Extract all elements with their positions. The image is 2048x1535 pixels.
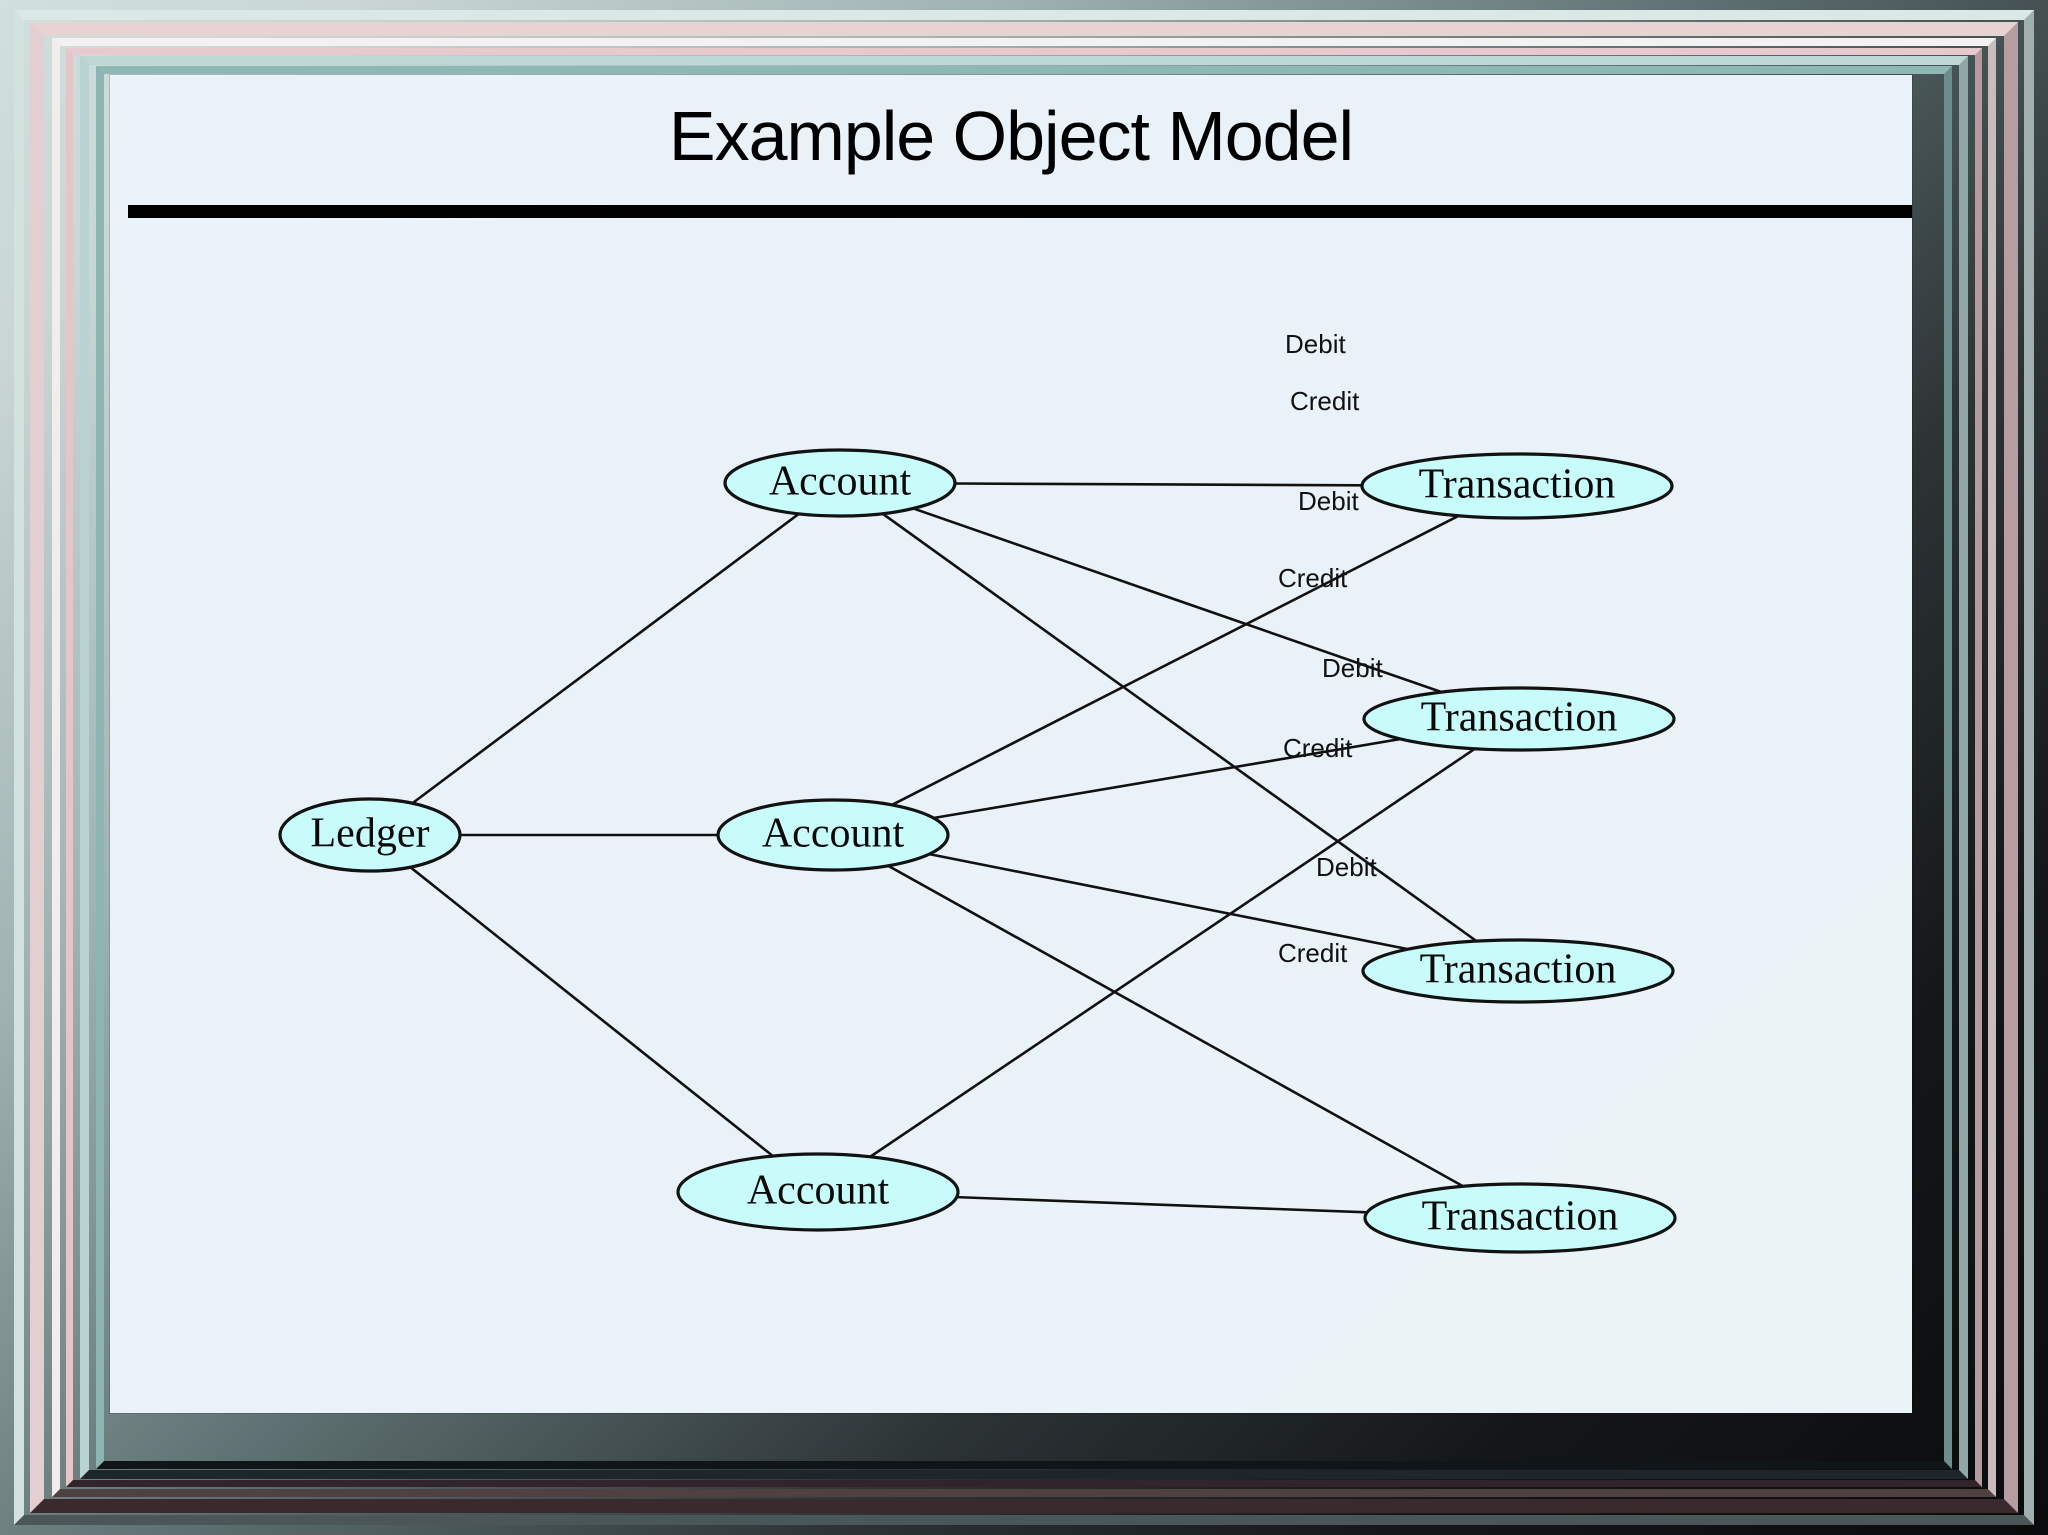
- edge-layer: [409, 482, 1478, 1214]
- edge-acct1-txn2: [912, 507, 1443, 694]
- node-txn4[interactable]: Transaction: [1363, 1182, 1677, 1254]
- node-acct2[interactable]: Account: [716, 798, 950, 872]
- object-model-diagram: LedgerAccountAccountAccountTransactionTr…: [278, 329, 1677, 1254]
- node-label: Transaction: [1422, 1194, 1619, 1240]
- node-txn3[interactable]: Transaction: [1361, 938, 1675, 1004]
- edge-acct2-txn3: [929, 852, 1409, 951]
- node-label: Account: [769, 459, 912, 505]
- edge-label-credit-7: Credit: [1278, 938, 1348, 968]
- page-title: Example Object Model: [668, 97, 1354, 175]
- frame-band-5: [80, 56, 1968, 1479]
- edge-label-layer: DebitCreditDebitCreditDebitCreditDebitCr…: [1278, 329, 1383, 968]
- edge-label-credit-1: Credit: [1290, 386, 1360, 416]
- node-shape: [1363, 1182, 1677, 1254]
- node-label: Account: [762, 811, 905, 857]
- node-acct3[interactable]: Account: [676, 1152, 960, 1232]
- edge-acct1-txn1: [954, 482, 1363, 487]
- edge-acct3-txn4: [956, 1195, 1368, 1214]
- edge-label-debit-6: Debit: [1316, 852, 1377, 882]
- node-ledger[interactable]: Ledger: [278, 797, 462, 873]
- node-shape: [278, 797, 462, 873]
- node-shape: [676, 1152, 960, 1232]
- node-txn2[interactable]: Transaction: [1362, 686, 1676, 752]
- node-label: Account: [747, 1168, 890, 1214]
- node-layer: LedgerAccountAccountAccountTransactionTr…: [278, 448, 1677, 1254]
- node-shape: [1360, 452, 1674, 520]
- edge-label-debit-4: Debit: [1322, 653, 1383, 683]
- node-shape: [723, 448, 957, 518]
- node-shape: [1362, 686, 1676, 752]
- node-acct1[interactable]: Account: [723, 448, 957, 518]
- node-label: Ledger: [311, 811, 430, 857]
- edge-ledger-acct3: [409, 866, 774, 1158]
- edge-acct2-txn2: [933, 737, 1401, 820]
- node-label: Transaction: [1421, 695, 1618, 741]
- title-divider-rule: [128, 205, 1912, 218]
- node-shape: [716, 798, 950, 872]
- node-label: Transaction: [1420, 947, 1617, 993]
- node-label: Transaction: [1419, 462, 1616, 508]
- edge-label-debit-2: Debit: [1298, 486, 1359, 516]
- edge-acct1-txn3: [881, 512, 1478, 943]
- node-txn1[interactable]: Transaction: [1360, 452, 1674, 520]
- frame-band-2: [30, 22, 2018, 1513]
- edge-ledger-acct1: [411, 512, 800, 805]
- edge-acct3-txn2: [869, 747, 1476, 1158]
- edge-label-debit-0: Debit: [1285, 329, 1346, 359]
- frame-band-1: [14, 10, 2034, 1525]
- edge-label-credit-5: Credit: [1283, 733, 1353, 763]
- node-shape: [1361, 938, 1675, 1004]
- edge-label-credit-3: Credit: [1278, 563, 1348, 593]
- edge-acct2-txn4: [887, 864, 1464, 1188]
- frame-band-3: [52, 38, 1996, 1497]
- frame-band-4: [66, 48, 1982, 1487]
- edge-acct2-txn1: [891, 514, 1460, 807]
- frame-band-6: [96, 66, 1952, 1469]
